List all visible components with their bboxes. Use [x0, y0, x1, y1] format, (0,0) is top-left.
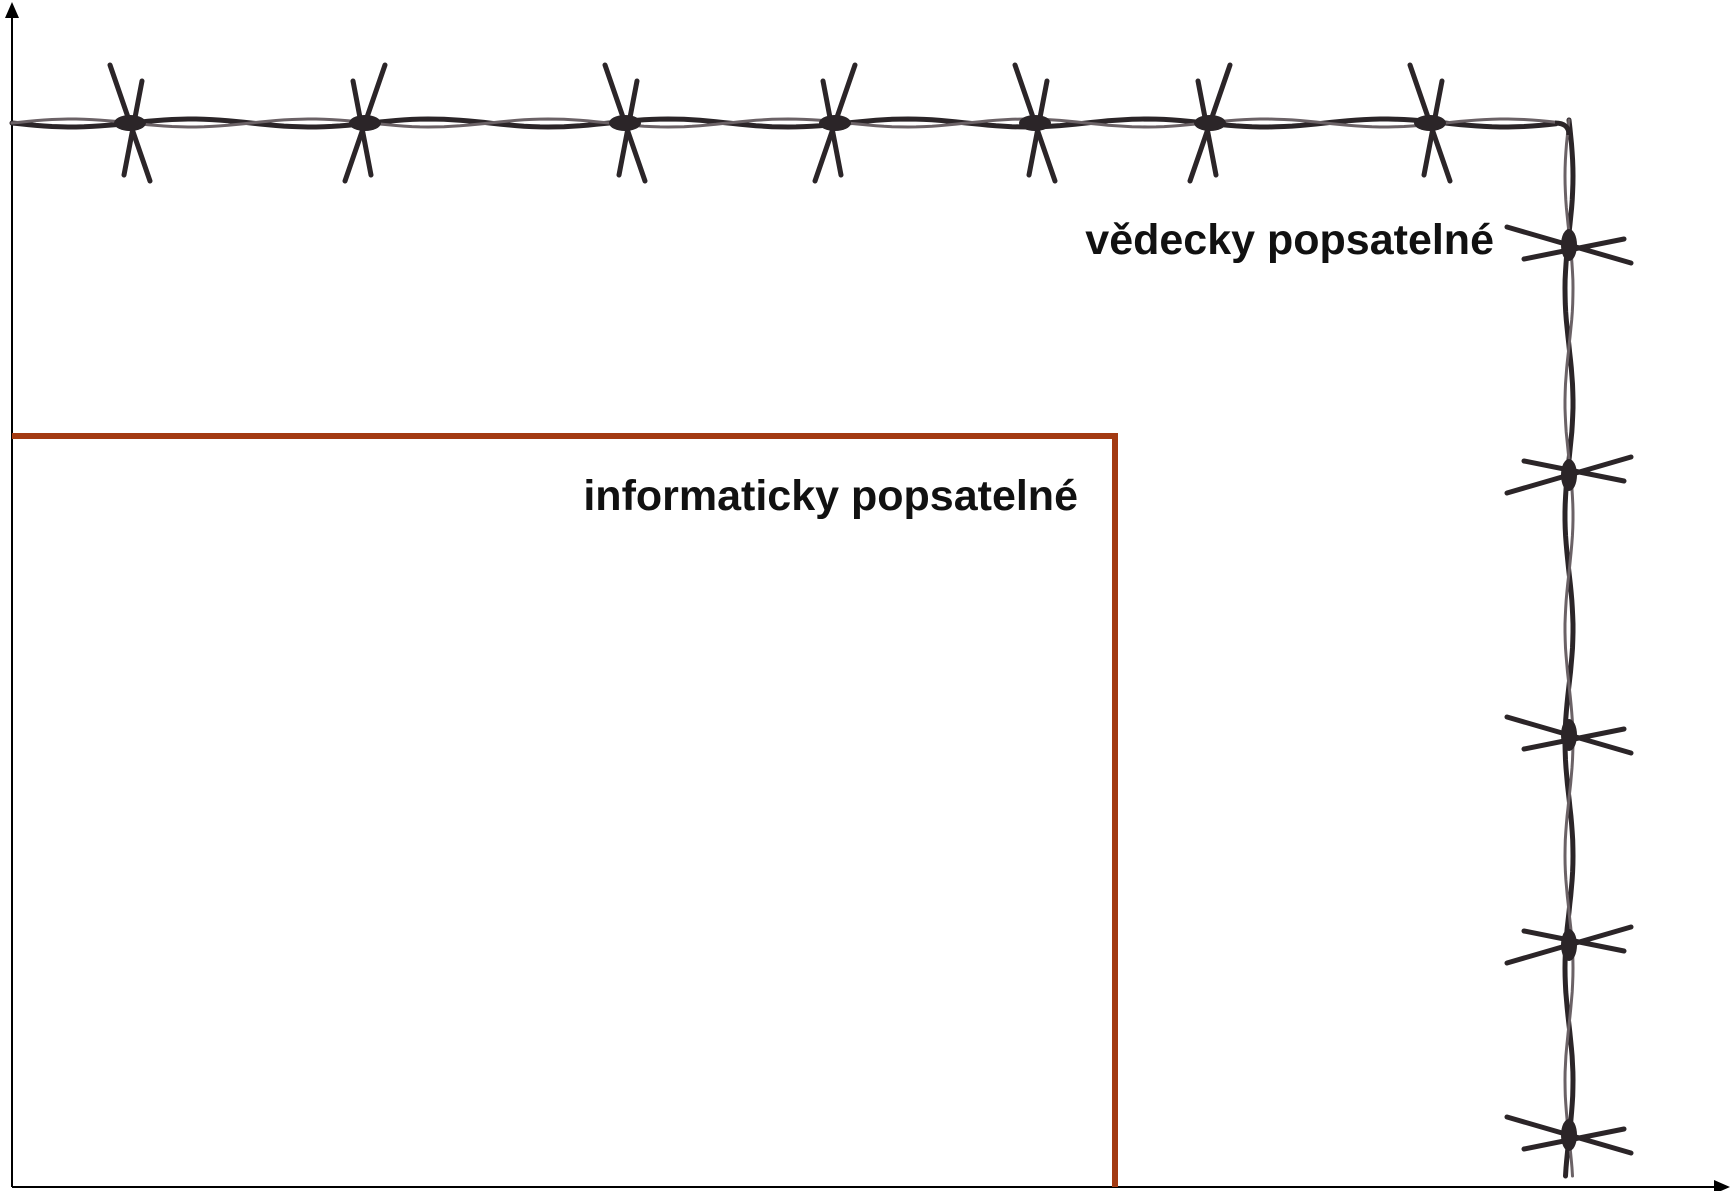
wire-barb-knot	[349, 115, 381, 131]
scientific-boundary-label: vědecky popsatelné	[1085, 216, 1494, 264]
wire-barb-knot	[1414, 115, 1446, 131]
wire-corner	[1554, 120, 1572, 136]
informatic-boundary-label: informaticky popsatelné	[583, 472, 1078, 520]
wire-barb-knot	[819, 115, 851, 131]
wire-barb-knot	[1561, 459, 1577, 491]
wire-barb-knot	[609, 115, 641, 131]
wire-barb-knot	[114, 115, 146, 131]
axes	[5, 2, 1730, 1191]
wire-barb-knot	[1561, 1119, 1577, 1151]
wire-barb-knot	[1194, 115, 1226, 131]
wire-barb-knot	[1561, 719, 1577, 751]
wire-strand-horizontal	[10, 117, 1558, 129]
wire-barb-knot	[1019, 115, 1051, 131]
wire-barb-knot	[1561, 229, 1577, 261]
wire-strand-vertical	[1562, 117, 1576, 1179]
scientific-boundary-barbed-wire	[9, 62, 1634, 1179]
wire-barb-knot	[1561, 929, 1577, 961]
wire-strand-horizontal	[9, 116, 1559, 130]
informatic-boundary	[12, 433, 1118, 1187]
wire-strand-vertical	[1563, 118, 1575, 1178]
x-axis-arrow	[1714, 1180, 1730, 1191]
y-axis-arrow	[5, 2, 19, 18]
